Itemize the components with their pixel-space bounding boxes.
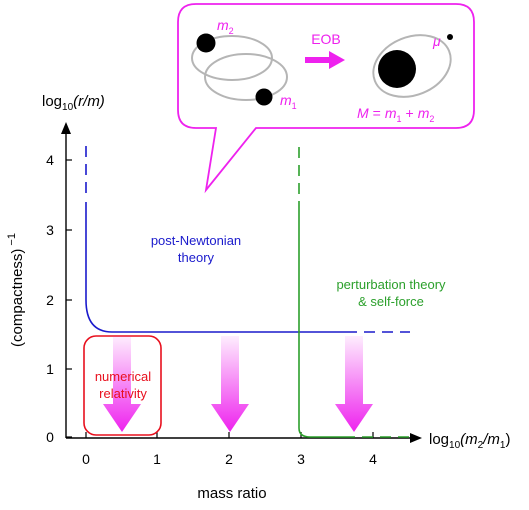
pert-region-label-2: & self-force: [358, 294, 424, 309]
y-tick-label: 0: [46, 429, 54, 445]
down-arrow: [211, 336, 249, 432]
axes: 0 1 2 3 4 0 1 2 3 4 log10(m2/m1) log10(r…: [6, 93, 510, 502]
x-caption: mass ratio: [197, 485, 266, 502]
x-axis-arrowhead: [410, 433, 422, 443]
x-tick-label: 2: [225, 451, 233, 467]
down-arrow: [103, 336, 141, 432]
y-side-label: (compactness)−1: [6, 233, 26, 347]
label-mu: μ: [432, 33, 441, 49]
x-tick-label: 4: [369, 451, 377, 467]
x-tick-label: 3: [297, 451, 305, 467]
pn-region-label: post-Newtonian: [151, 233, 241, 248]
x-axis-label: log10(m2/m1): [429, 431, 510, 451]
y-axis-label: log10(r/m): [42, 93, 105, 113]
eob-bubble: m2 m1 EOB μ M=m1+m2: [177, 3, 475, 194]
orbit-effective: [372, 34, 452, 98]
eob-calibration-arrows: [103, 336, 373, 432]
body-m1: [255, 88, 273, 106]
orbit-m2: [191, 35, 273, 81]
perturbation-boundary: perturbation theory & self-force: [298, 147, 446, 438]
label-m1: m1: [280, 92, 297, 111]
body-total-mass: [378, 50, 416, 88]
orbit-m1: [204, 53, 288, 101]
y-tick-label: 2: [46, 292, 54, 308]
down-arrow: [335, 336, 373, 432]
post-newtonian-boundary: post-Newtonian theory: [85, 146, 410, 333]
y-tick-label: 1: [46, 361, 54, 377]
y-axis-arrowhead: [61, 122, 71, 134]
pn-region-label-2: theory: [178, 250, 215, 265]
nr-region-label: numerical: [95, 369, 151, 384]
eob-arrow-label: EOB: [311, 31, 341, 47]
y-tick-label: 3: [46, 222, 54, 238]
label-m2: m2: [217, 17, 234, 36]
eob-arrow-icon: [305, 51, 345, 69]
x-tick-label: 0: [82, 451, 90, 467]
label-total-mass: M=m1+m2: [357, 105, 434, 124]
pn-solid-curve: [85, 202, 346, 333]
pert-region-label: perturbation theory: [336, 277, 446, 292]
x-tick-label: 1: [153, 451, 161, 467]
y-tick-label: 4: [46, 152, 54, 168]
body-mu: [447, 34, 453, 40]
nr-region-label-2: relativity: [99, 386, 147, 401]
body-m2: [196, 33, 216, 53]
pert-solid-curve: [298, 205, 344, 438]
y-ticks: 0 1 2 3 4: [46, 152, 72, 445]
